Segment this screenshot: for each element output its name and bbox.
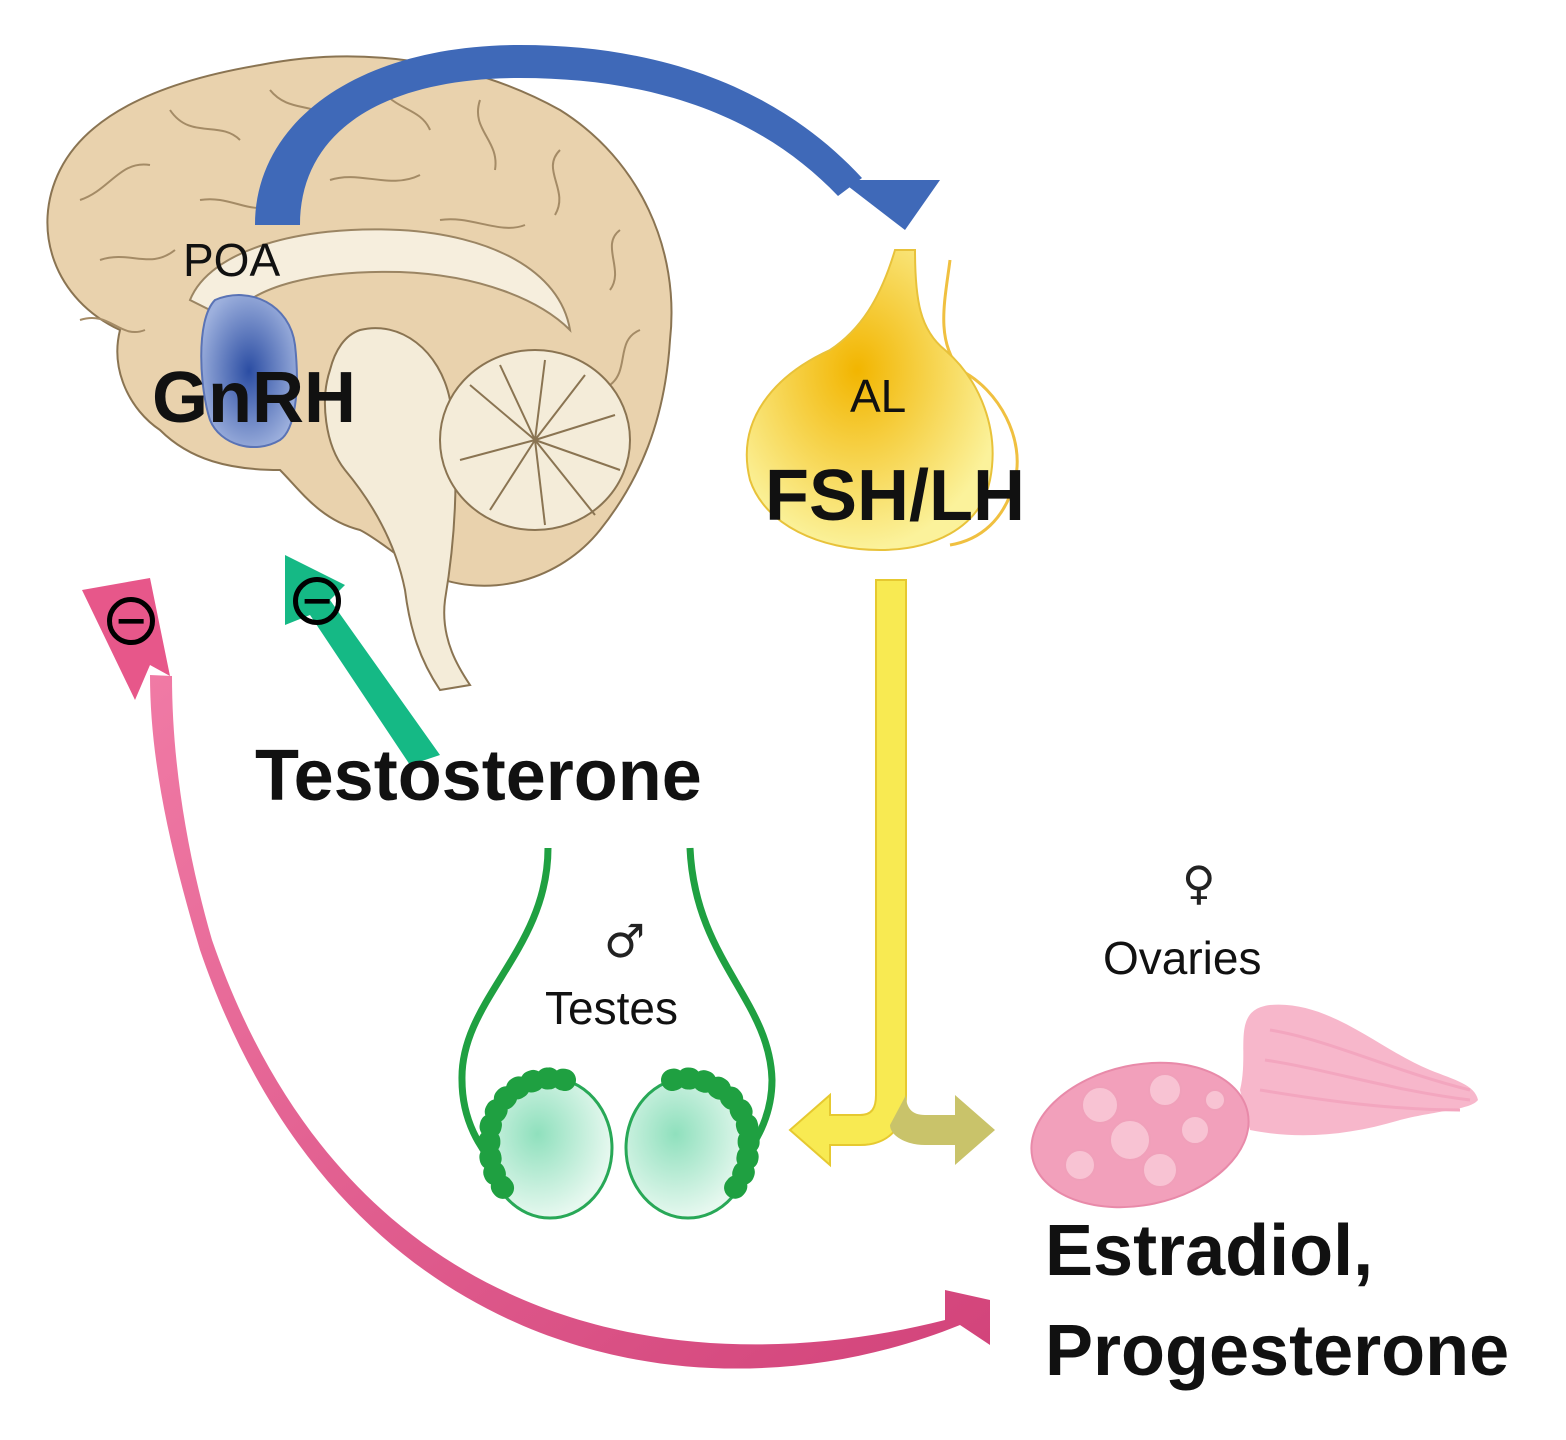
estradiol-progesterone-feedback-arrow xyxy=(82,578,990,1369)
corpus-callosum xyxy=(188,228,572,333)
pituitary-posterior-outline xyxy=(942,259,1019,547)
testes-label: Testes xyxy=(545,982,678,1034)
ovarian-follicles xyxy=(1064,1073,1226,1188)
epididymis-left xyxy=(478,1067,576,1201)
ovaries-label: Ovaries xyxy=(1103,932,1262,984)
estradiol-label: Estradiol, xyxy=(1045,1211,1374,1291)
fsh-lh-label: FSH/LH xyxy=(765,456,1025,536)
male-symbol-icon: ♂ xyxy=(604,914,646,968)
testes xyxy=(458,847,776,1220)
fimbriae-strands xyxy=(1259,1028,1471,1112)
poa-label: POA xyxy=(183,234,281,286)
inhibition-marker-pink: − xyxy=(107,597,155,645)
poa-region xyxy=(200,294,298,449)
fallopian-fimbriae xyxy=(1240,1004,1478,1136)
pituitary xyxy=(745,249,1019,552)
inhibition-marker-green: − xyxy=(293,577,341,625)
vas-deferens-left xyxy=(458,847,552,1173)
gnrh-to-pituitary-arrow xyxy=(255,45,940,230)
gnrh-label: GnRH xyxy=(152,358,356,438)
brain xyxy=(46,55,673,692)
ovary xyxy=(1030,1004,1478,1209)
female-symbol-icon: ♀ xyxy=(1182,856,1216,910)
al-label: AL xyxy=(850,370,907,422)
fsh-lh-delivery-arrow xyxy=(788,579,995,1168)
cerebellum xyxy=(439,349,631,531)
brain-gyri xyxy=(79,79,641,386)
vas-deferens-right xyxy=(686,847,776,1163)
progesterone-label: Progesterone xyxy=(1045,1311,1510,1391)
epididymis-right xyxy=(661,1067,760,1201)
testosterone-label: Testosterone xyxy=(255,736,702,816)
pituitary-anterior-lobe xyxy=(745,249,994,552)
